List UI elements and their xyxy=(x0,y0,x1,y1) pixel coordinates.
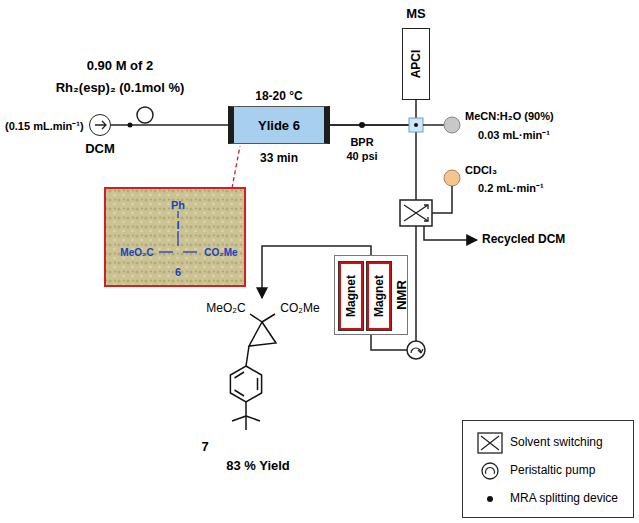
compound-number: 7 xyxy=(201,440,208,454)
reactor-column: Ylide 6 xyxy=(228,106,330,144)
compound-number: 6 xyxy=(175,266,181,278)
legend-text: Solvent switching xyxy=(510,436,603,449)
outlet-label: Recycled DCM xyxy=(482,233,565,246)
temperature-label: 18-20 °C xyxy=(255,90,303,103)
flow-line xyxy=(330,100,416,125)
group-label: CO₂Me xyxy=(204,247,237,258)
nmr-box: NMR Magnet Magnet xyxy=(334,255,408,335)
residence-time-label: 33 min xyxy=(260,152,298,165)
ms-label: APCI xyxy=(409,50,423,79)
legend-text: Peristaltic pump xyxy=(510,464,595,477)
flow-rate-label: 0.2 mL·min⁻¹ xyxy=(478,182,544,194)
magnet-box: Magnet xyxy=(367,262,391,330)
atom-label: I xyxy=(176,219,179,231)
magnet-label: Magnet xyxy=(344,275,358,317)
atom-label: Ph xyxy=(171,199,185,211)
group-label: MeO₂C xyxy=(120,247,153,258)
group-label: MeO₂C xyxy=(206,302,245,315)
pressure-label: 40 psi xyxy=(346,150,377,162)
magnet-label: Magnet xyxy=(372,275,386,317)
solvent-label: MeCN:H₂O (90%) xyxy=(465,110,554,122)
concentration-label: 0.90 M of 2 xyxy=(87,59,153,73)
flow-rate-label: (0.15 mL.min⁻¹) xyxy=(5,120,84,132)
catalyst-label: Rh₂(esp)₂ (0.1mol %) xyxy=(56,81,185,95)
legend-text: MRA splitting device xyxy=(510,492,618,505)
flow-line xyxy=(330,125,416,350)
ms-box: APCI xyxy=(402,28,430,100)
yield-label: 83 % Yield xyxy=(226,459,290,473)
pump-circle: DCM xyxy=(89,114,111,136)
ms-title: MS xyxy=(406,7,426,21)
magnet-box: Magnet xyxy=(339,262,363,330)
flow-rate-label: 0.03 mL·min⁻¹ xyxy=(478,129,550,141)
solvent-label: CDCl₃ xyxy=(465,164,497,176)
nmr-label: NMR xyxy=(394,280,409,310)
bpr-label: BPR xyxy=(350,136,373,148)
pump-label: DCM xyxy=(85,141,115,156)
group-label: CO₂Me xyxy=(280,302,319,315)
reactor-label: Ylide 6 xyxy=(258,118,300,133)
